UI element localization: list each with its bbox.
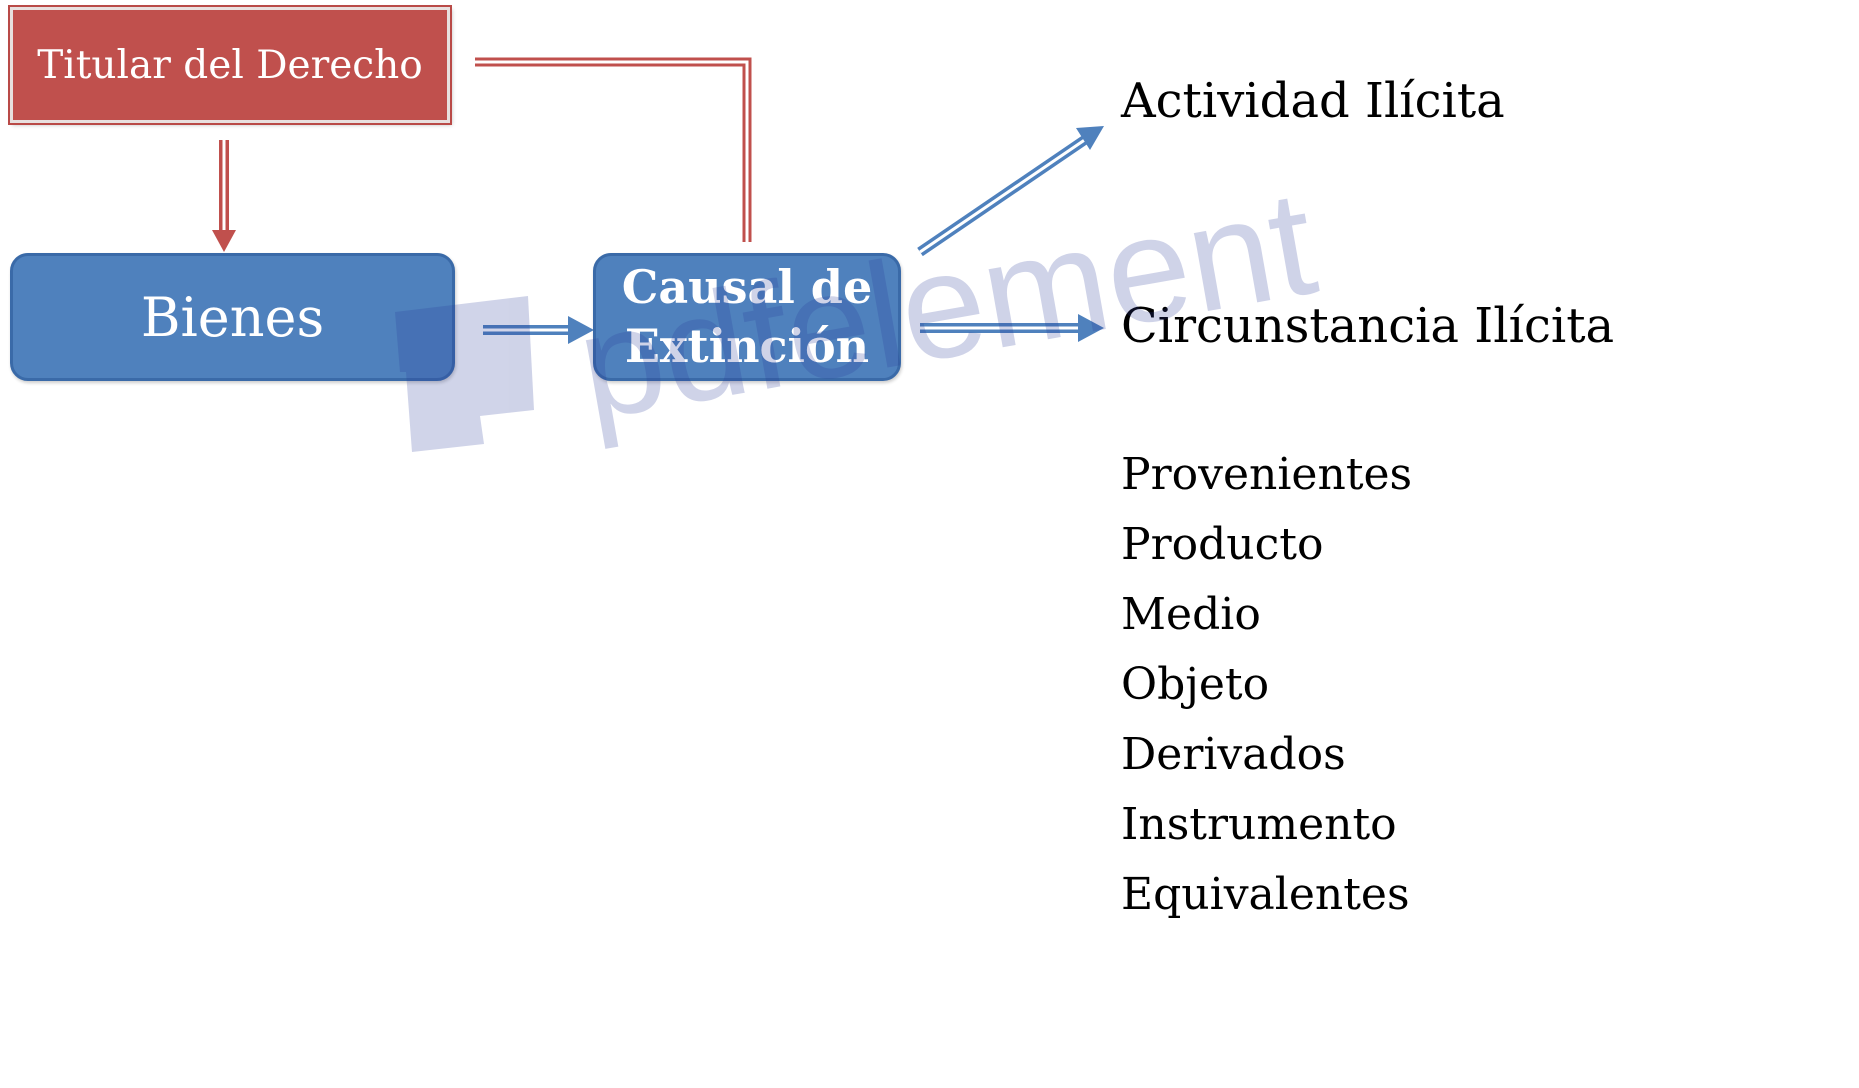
node-causal-de-extincion: Causal de Extinción: [593, 253, 901, 381]
category-item: Objeto: [1121, 659, 1270, 710]
node-titular-del-derecho: Titular del Derecho: [8, 5, 452, 125]
node-causal-line2: Extinción: [624, 319, 870, 373]
node-bienes: Bienes: [10, 253, 455, 381]
category-item: Medio: [1121, 589, 1261, 640]
node-bienes-label: Bienes: [140, 285, 325, 349]
category-item: Producto: [1121, 519, 1324, 570]
category-list: Provenientes Producto Medio Objeto Deriv…: [1121, 445, 1412, 935]
target-actividad-ilicita: Actividad Ilícita: [1121, 73, 1505, 129]
arrow-titular-to-bienes: [212, 140, 236, 252]
arrow-causal-to-actividad: [917, 126, 1104, 257]
category-item: Provenientes: [1121, 449, 1413, 500]
node-causal-label: Causal de Extinción: [622, 258, 872, 376]
arrow-bienes-to-causal: [483, 316, 594, 344]
target-circunstancia-ilicita: Circunstancia Ilícita: [1121, 298, 1615, 354]
category-item: Derivados: [1121, 729, 1346, 780]
category-item: Equivalentes: [1121, 869, 1410, 920]
category-item: Instrumento: [1121, 799, 1397, 850]
node-causal-line1: Causal de: [621, 260, 873, 315]
arrow-causal-to-circunstancia: [920, 314, 1104, 342]
node-titular-label: Titular del Derecho: [37, 42, 423, 88]
connector-titular-to-causal: [475, 57, 752, 242]
